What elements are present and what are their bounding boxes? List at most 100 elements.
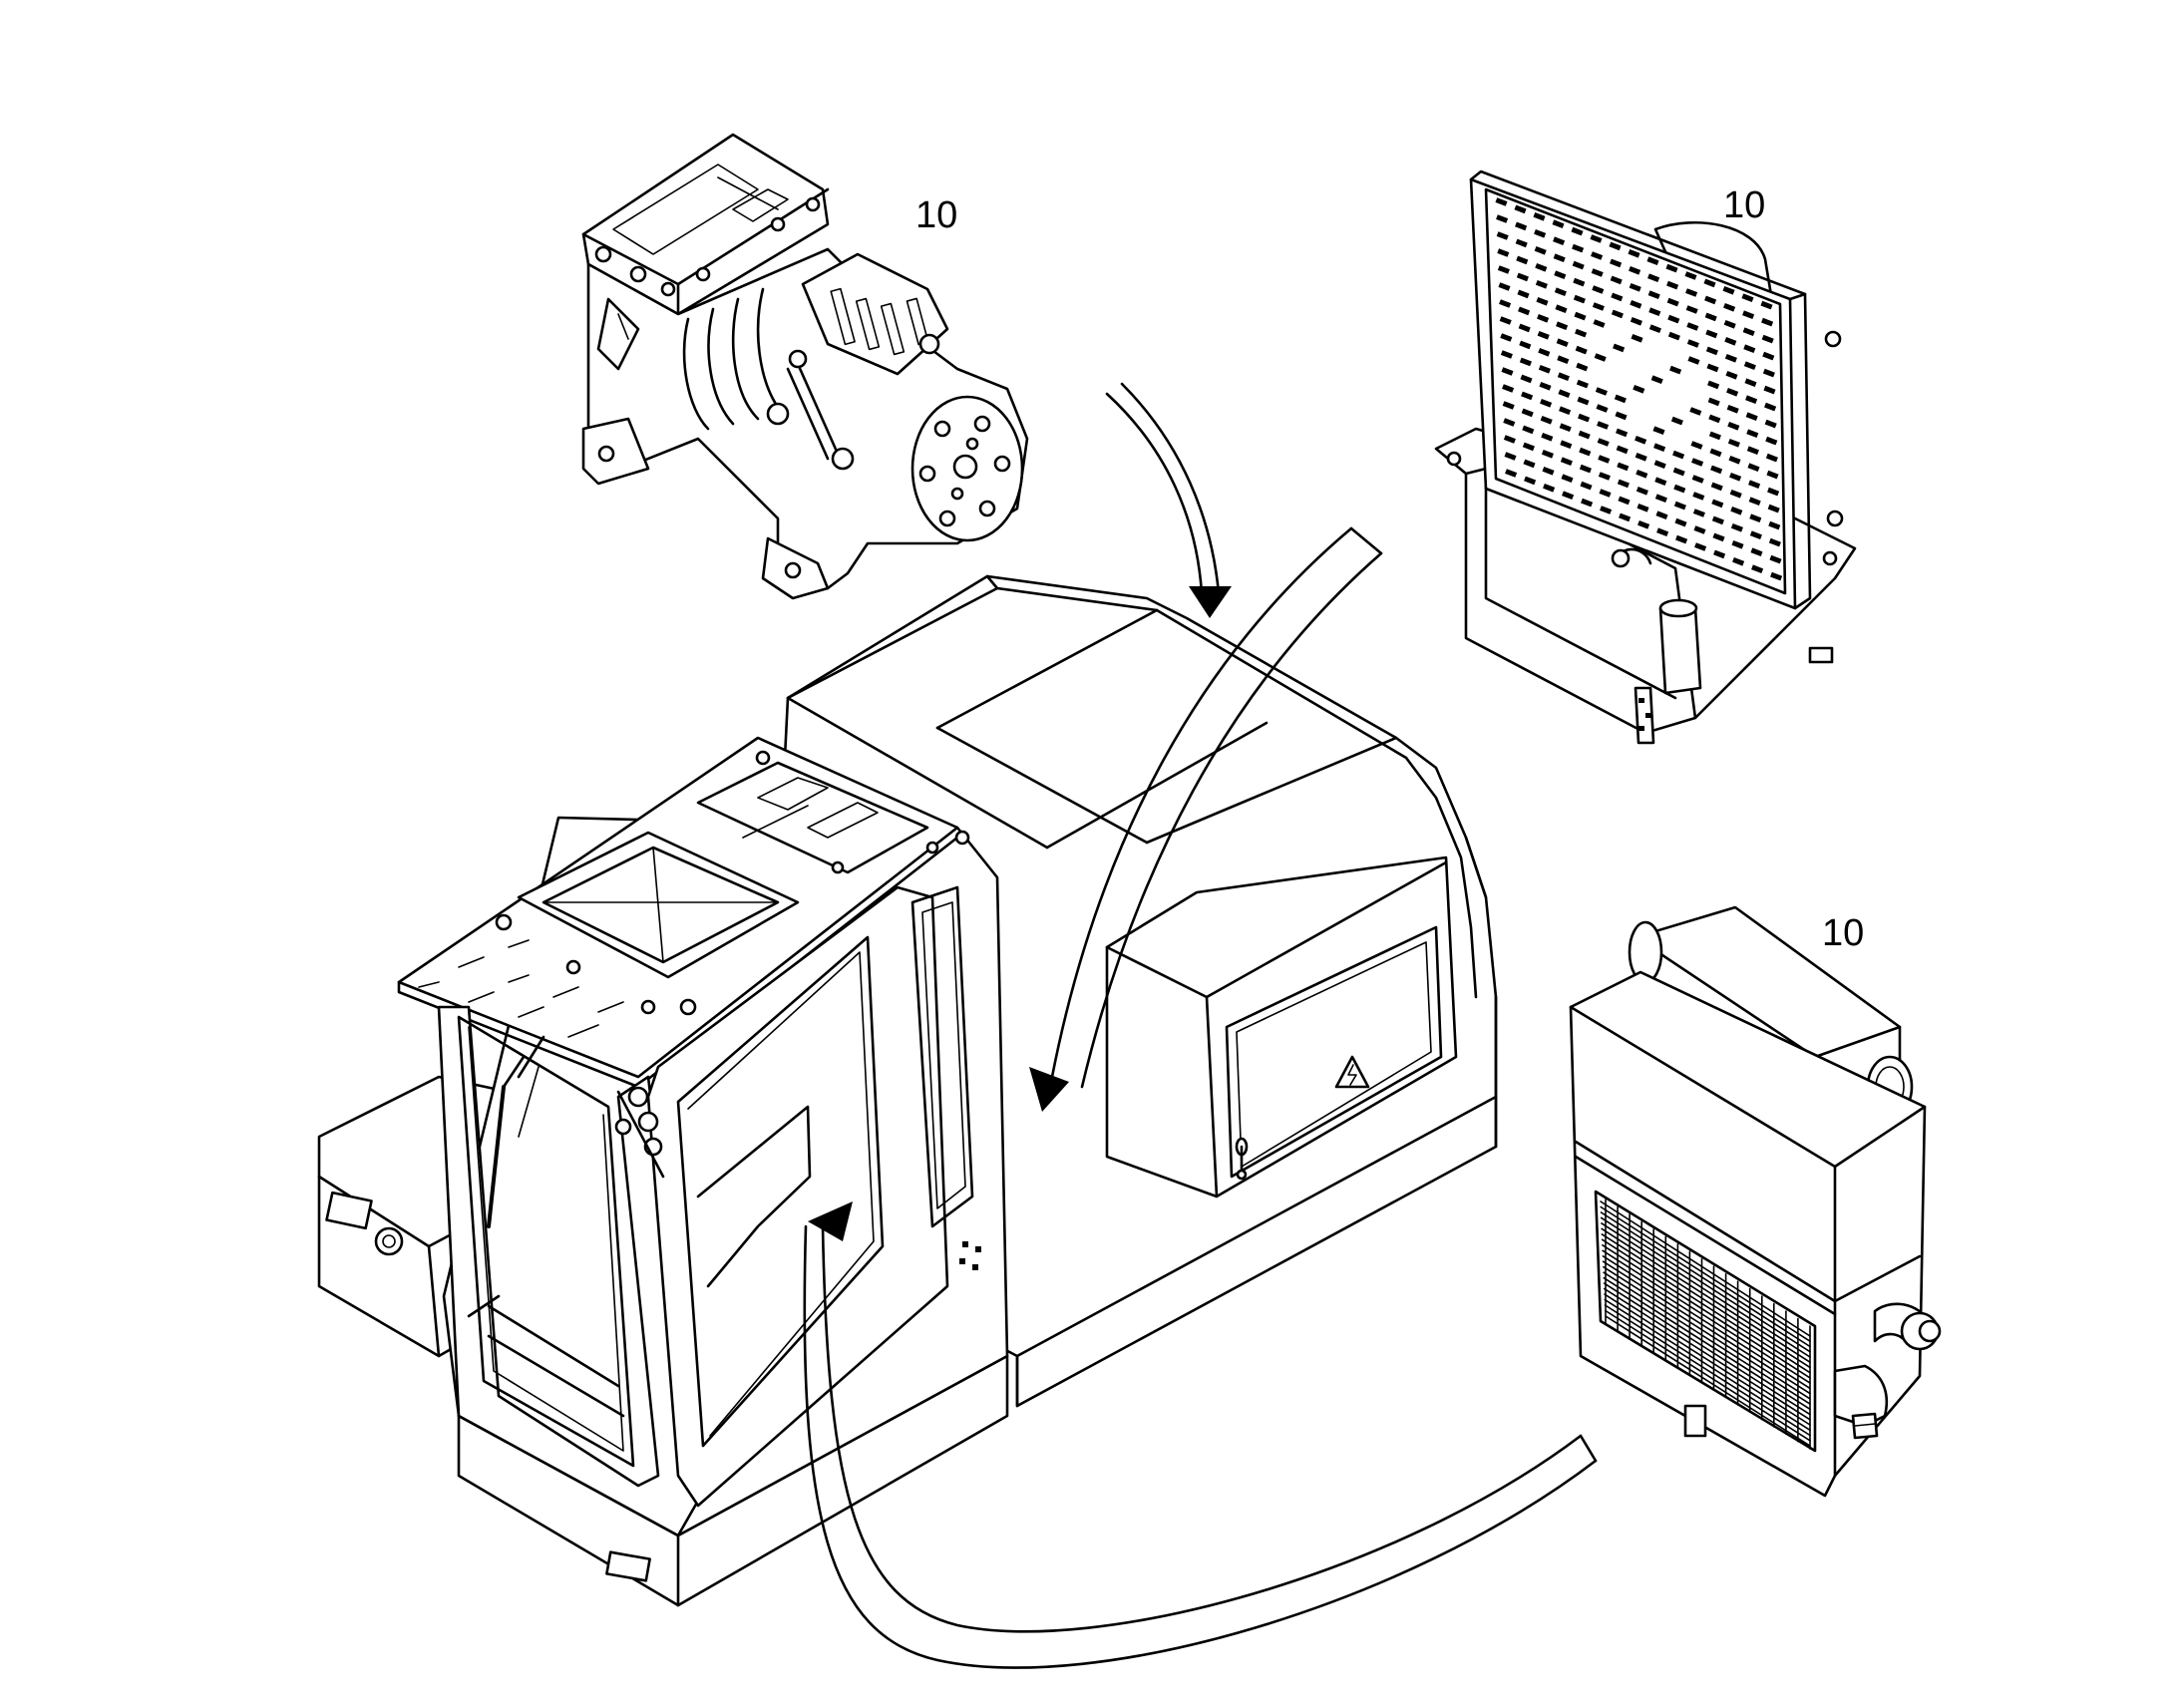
condenser-grid-cell [1504, 452, 1517, 461]
condenser-grid-cell [1705, 329, 1718, 339]
condenser-grid-cell [1729, 472, 1742, 482]
condenser-grid-cell [1745, 395, 1758, 405]
condenser-grid-cell [1500, 350, 1513, 359]
condenser-grid-cell [1708, 414, 1721, 424]
condenser-grid-cell [1654, 477, 1667, 487]
condenser-grid-cell [1562, 491, 1575, 501]
condenser-grid-cell [1686, 339, 1699, 348]
condenser-grid-cell [1691, 458, 1704, 467]
condenser-grid-cell [1710, 482, 1723, 492]
condenser-grid-cell [1672, 450, 1685, 460]
condenser-grid-cell [1685, 288, 1698, 297]
condenser-grid-cell [1635, 469, 1648, 479]
condenser-grid-cell [1750, 547, 1763, 557]
condenser-grid-cell [1576, 362, 1589, 372]
condenser-grid-cell [1553, 236, 1566, 246]
condenser-grid-cell [1560, 440, 1573, 450]
condenser-grid-cell [1556, 321, 1569, 331]
condenser-grid-cell [1673, 501, 1686, 511]
evaporator-callout: 10 [1822, 912, 1864, 954]
condenser-grid-cell [1535, 262, 1548, 272]
condenser [1436, 171, 1855, 743]
condenser-grid-cell [1692, 492, 1705, 501]
high-voltage-warning-icon [1336, 1057, 1368, 1087]
condenser-grid-cell [1746, 446, 1759, 456]
condenser-grid-cell [1503, 435, 1516, 444]
condenser-grid-cell [1598, 472, 1611, 481]
condenser-grid-cell [1768, 520, 1781, 530]
condenser-grid-cell [1618, 496, 1631, 506]
condenser-grid-cell [1499, 299, 1512, 308]
condenser-grid-cell [1710, 465, 1723, 475]
condenser-grid-cell [1745, 412, 1758, 422]
evaporator-callout-label: 10 [1822, 912, 1864, 954]
evaporator-grille-line [1603, 1256, 1810, 1389]
evaporator-grille-line [1606, 1305, 1811, 1436]
evaporator-grille-line [1602, 1223, 1810, 1357]
condenser-grid-cell [1667, 314, 1680, 324]
condenser-grid-cell [1713, 549, 1726, 559]
condenser-grid-cell [1727, 421, 1740, 431]
condenser-grid-cell [1615, 411, 1628, 421]
condenser-grid-cell [1594, 353, 1607, 362]
condenser-grid-cell [1520, 374, 1533, 384]
condenser-grid-cell [1555, 304, 1568, 314]
evaporator-grille-line [1603, 1239, 1810, 1372]
condenser-grid-cell [1578, 413, 1591, 423]
condenser-grid-cell [1600, 506, 1613, 514]
condenser-grid-cell [1519, 340, 1532, 350]
condenser-grid-cell [1691, 475, 1704, 484]
condenser-grid-cell [1579, 464, 1592, 474]
condenser-grid-cell [1572, 243, 1585, 253]
condenser-grid-cell [1703, 278, 1716, 288]
evaporator-grille-line [1601, 1207, 1810, 1342]
condenser-grid-cell [1502, 401, 1515, 410]
condenser-grid-cell [1749, 530, 1762, 540]
evaporator-grille-line [1602, 1212, 1811, 1347]
condenser-grid-cell [1553, 253, 1566, 263]
condenser-grid-cell [1704, 312, 1717, 322]
condenser-grid-cell [1728, 455, 1741, 465]
condenser-grid-cell [1537, 313, 1550, 323]
condenser-grid-cell [1693, 525, 1706, 534]
condenser-grid-cell [1708, 431, 1721, 441]
condenser-grid-cell [1748, 497, 1761, 507]
condenser-grid-cell [1725, 370, 1738, 380]
condenser-grid-cell [1503, 418, 1516, 427]
condenser-grid-cell [1557, 355, 1570, 365]
evaporator-grille-line [1606, 1311, 1810, 1441]
condenser-grid-cell [1766, 470, 1779, 480]
condenser-grid-cell [1595, 387, 1608, 396]
condenser-grid-cell [1575, 345, 1588, 355]
condenser-grid-cell [1541, 449, 1554, 459]
evaporator-grille-line [1603, 1245, 1810, 1378]
condenser-grid-cell [1764, 419, 1777, 429]
condenser-grid-cell [1744, 378, 1757, 388]
condenser-grid-cell [1742, 310, 1755, 320]
condenser-grid-cell [1543, 483, 1556, 493]
condenser-grid-cell [1647, 273, 1660, 283]
compressor [583, 135, 1027, 598]
condenser-grid-cell [1723, 302, 1736, 312]
condenser-grid-cell [1598, 455, 1611, 464]
condenser-grid-cell [1646, 256, 1659, 266]
condenser-grid-cell [1535, 279, 1548, 289]
condenser-grid-cell [1575, 328, 1588, 338]
condenser-grid-cell [1534, 245, 1547, 255]
condenser-grid-cell [1765, 436, 1778, 446]
condenser-grid-cell [1764, 402, 1777, 412]
condenser-grid-cell [1635, 435, 1647, 445]
condenser-grid-cell [1614, 394, 1627, 404]
condenser-grid-cell [1524, 476, 1537, 486]
condenser-grid-cell [1593, 319, 1606, 328]
condenser-grid-cell [1611, 292, 1624, 302]
condenser-grid-cell [1542, 466, 1555, 476]
condenser-grid-cell [1685, 305, 1698, 314]
condenser-grid-cell [1533, 211, 1546, 221]
condenser-grid-cell [1497, 248, 1510, 257]
condenser-grid-cell [1597, 421, 1610, 430]
condenser-grid-cell [1536, 296, 1549, 306]
condenser-grid-cell [1581, 498, 1594, 508]
condenser-grid-cell [1515, 238, 1528, 248]
condenser-grid-cell [1672, 467, 1685, 477]
